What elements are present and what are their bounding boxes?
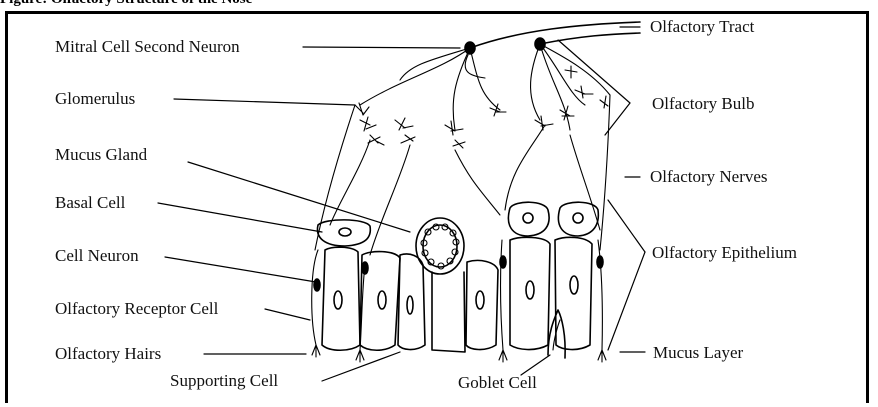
label-cell-neuron: Cell Neuron <box>55 246 139 266</box>
leader-lines <box>158 27 645 381</box>
label-olfactory-receptor-cell: Olfactory Receptor Cell <box>55 299 218 319</box>
label-goblet-cell: Goblet Cell <box>458 373 537 393</box>
label-mucus-gland: Mucus Gland <box>55 145 147 165</box>
label-olfactory-epithelium: Olfactory Epithelium <box>652 243 797 263</box>
label-basal-cell: Basal Cell <box>55 193 125 213</box>
label-supporting-cell: Supporting Cell <box>170 371 278 391</box>
olfactory-tract-fibers <box>470 22 640 48</box>
label-olfactory-nerves: Olfactory Nerves <box>650 167 768 187</box>
label-mucus-layer: Mucus Layer <box>653 343 743 363</box>
label-glomerulus: Glomerulus <box>55 89 135 109</box>
olfactory-nerves <box>330 125 600 255</box>
label-olfactory-tract: Olfactory Tract <box>650 17 754 37</box>
label-olfactory-hairs: Olfactory Hairs <box>55 344 161 364</box>
label-olfactory-bulb: Olfactory Bulb <box>652 94 754 114</box>
label-mitral-cell: Mitral Cell Second Neuron <box>55 37 240 57</box>
olfactory-bulb-lines <box>315 95 610 250</box>
olfactory-epithelium-cells <box>312 202 606 362</box>
